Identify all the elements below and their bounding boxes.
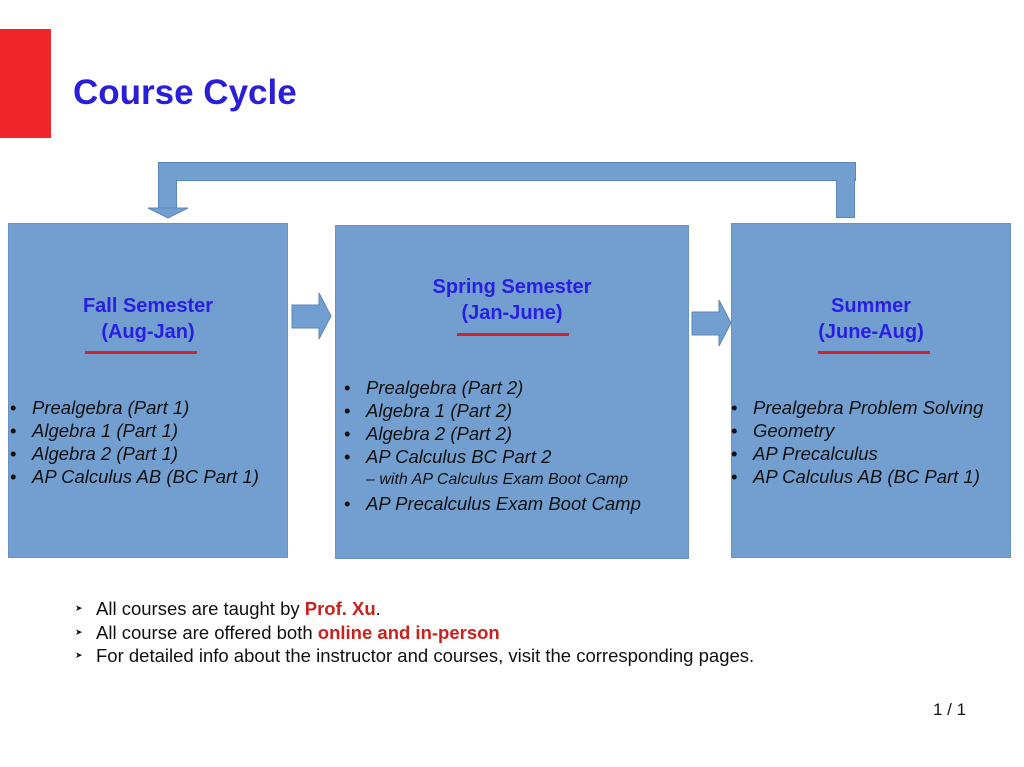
spring-title-line2: (Jan-June) — [461, 302, 563, 324]
page-number: 1 / 1 — [933, 700, 967, 719]
arrow-down-icon — [147, 207, 189, 219]
list-item: AP Calculus BC Part 2 – with AP Calculus … — [342, 445, 641, 492]
list-item: Prealgebra Problem Solving — [729, 396, 983, 419]
format-highlight: online and in-person — [317, 622, 500, 643]
list-item: Algebra 1 (Part 2) — [342, 399, 641, 422]
note-format: ➤ All course are offered both online and … — [75, 622, 500, 644]
summer-title: Summer (June-Aug) — [732, 293, 1010, 345]
note-text: All courses are taught by — [96, 598, 305, 619]
note-instructor: ➤ All courses are taught by Prof. Xu. — [75, 598, 381, 620]
note-text: . — [375, 598, 381, 619]
list-item: Prealgebra (Part 2) — [342, 376, 641, 399]
fall-semester-box: Fall Semester (Aug-Jan) Prealgebra (Part … — [8, 223, 288, 558]
note-details: ➤ For detailed info about the instructor … — [75, 645, 755, 667]
note-text: All course are offered both — [96, 622, 318, 643]
list-item: AP Calculus AB (BC Part 1) — [729, 465, 983, 488]
arrow-bullet-icon: ➤ — [75, 603, 83, 613]
list-item: Geometry — [729, 419, 983, 442]
list-item: AP Precalculus — [729, 442, 983, 465]
list-item: AP Precalculus Exam Boot Camp — [342, 492, 641, 515]
accent-bar — [0, 29, 51, 138]
instructor-name: Prof. Xu — [304, 598, 376, 619]
fall-title: Fall Semester (Aug-Jan) — [9, 293, 287, 345]
list-item: Algebra 2 (Part 2) — [342, 422, 641, 445]
spring-title: Spring Semester (Jan-June) — [336, 274, 688, 326]
summer-course-list: Prealgebra Problem Solving Geometry AP P… — [729, 396, 983, 488]
list-item-text: AP Calculus BC Part 2 — [366, 446, 552, 467]
summer-title-line1: Summer — [830, 295, 912, 317]
spring-semester-box: Spring Semester (Jan-June) Prealgebra (Pa… — [335, 225, 689, 559]
cycle-connector-right-stem — [836, 180, 855, 218]
fall-title-line2: (Aug-Jan) — [101, 321, 195, 343]
spring-title-line1: Spring Semester — [432, 276, 592, 298]
list-item: Algebra 2 (Part 1) — [8, 442, 259, 465]
title-underline — [85, 351, 197, 354]
arrow-bullet-icon: ➤ — [75, 650, 83, 660]
list-item: Algebra 1 (Part 1) — [8, 419, 259, 442]
arrow-right-icon — [691, 299, 732, 347]
list-item: AP Calculus AB (BC Part 1) — [8, 465, 259, 488]
title-underline — [457, 333, 569, 336]
summer-title-line2: (June-Aug) — [818, 321, 924, 343]
boot-camp-note: – with AP Calculus Exam Boot Camp — [366, 471, 629, 488]
arrow-bullet-icon: ➤ — [75, 627, 83, 637]
cycle-connector-left-stem — [158, 180, 177, 209]
note-text: For detailed info about the instructor a… — [96, 645, 755, 666]
title-underline — [818, 351, 930, 354]
summer-box: Summer (June-Aug) Prealgebra Problem Solv… — [731, 223, 1011, 558]
page-title: Course Cycle — [73, 73, 297, 112]
fall-course-list: Prealgebra (Part 1) Algebra 1 (Part 1) A… — [8, 396, 259, 488]
arrow-right-icon — [291, 292, 332, 340]
list-item: Prealgebra (Part 1) — [8, 396, 259, 419]
fall-title-line1: Fall Semester — [82, 295, 214, 317]
spring-course-list: Prealgebra (Part 2) Algebra 1 (Part 2) A… — [342, 376, 641, 515]
cycle-connector-top — [158, 162, 856, 181]
